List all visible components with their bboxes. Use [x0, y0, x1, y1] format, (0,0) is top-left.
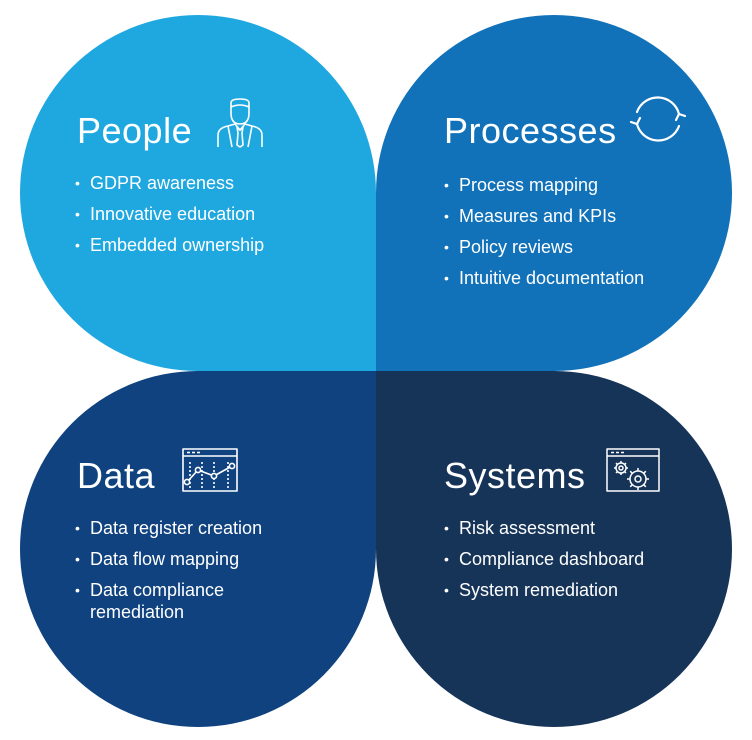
processes-list: Process mapping Measures and KPIs Policy… — [444, 170, 644, 294]
person-icon — [216, 97, 264, 149]
processes-title: Processes — [444, 110, 617, 151]
list-item: System remediation — [444, 575, 644, 606]
list-item: Data compliance remediation — [75, 575, 285, 623]
list-item: Intuitive documentation — [444, 263, 644, 294]
list-item: Innovative education — [75, 199, 264, 230]
list-item: Data flow mapping — [75, 544, 285, 575]
list-item: GDPR awareness — [75, 168, 264, 199]
list-item: Embedded ownership — [75, 230, 264, 261]
refresh-cycle-icon — [628, 92, 688, 146]
data-title: Data — [77, 455, 156, 496]
list-item: Policy reviews — [444, 232, 644, 263]
people-title: People — [77, 110, 193, 151]
systems-title: Systems — [444, 455, 586, 496]
list-item: Compliance dashboard — [444, 544, 644, 575]
data-list: Data register creation Data flow mapping… — [75, 513, 285, 623]
list-item: Process mapping — [444, 170, 644, 201]
list-item: Risk assessment — [444, 513, 644, 544]
list-item: Data register creation — [75, 513, 285, 544]
gear-window-icon — [606, 448, 660, 492]
list-item: Measures and KPIs — [444, 201, 644, 232]
systems-list: Risk assessment Compliance dashboard Sys… — [444, 513, 644, 606]
line-chart-window-icon — [182, 448, 238, 492]
people-list: GDPR awareness Innovative education Embe… — [75, 168, 264, 261]
